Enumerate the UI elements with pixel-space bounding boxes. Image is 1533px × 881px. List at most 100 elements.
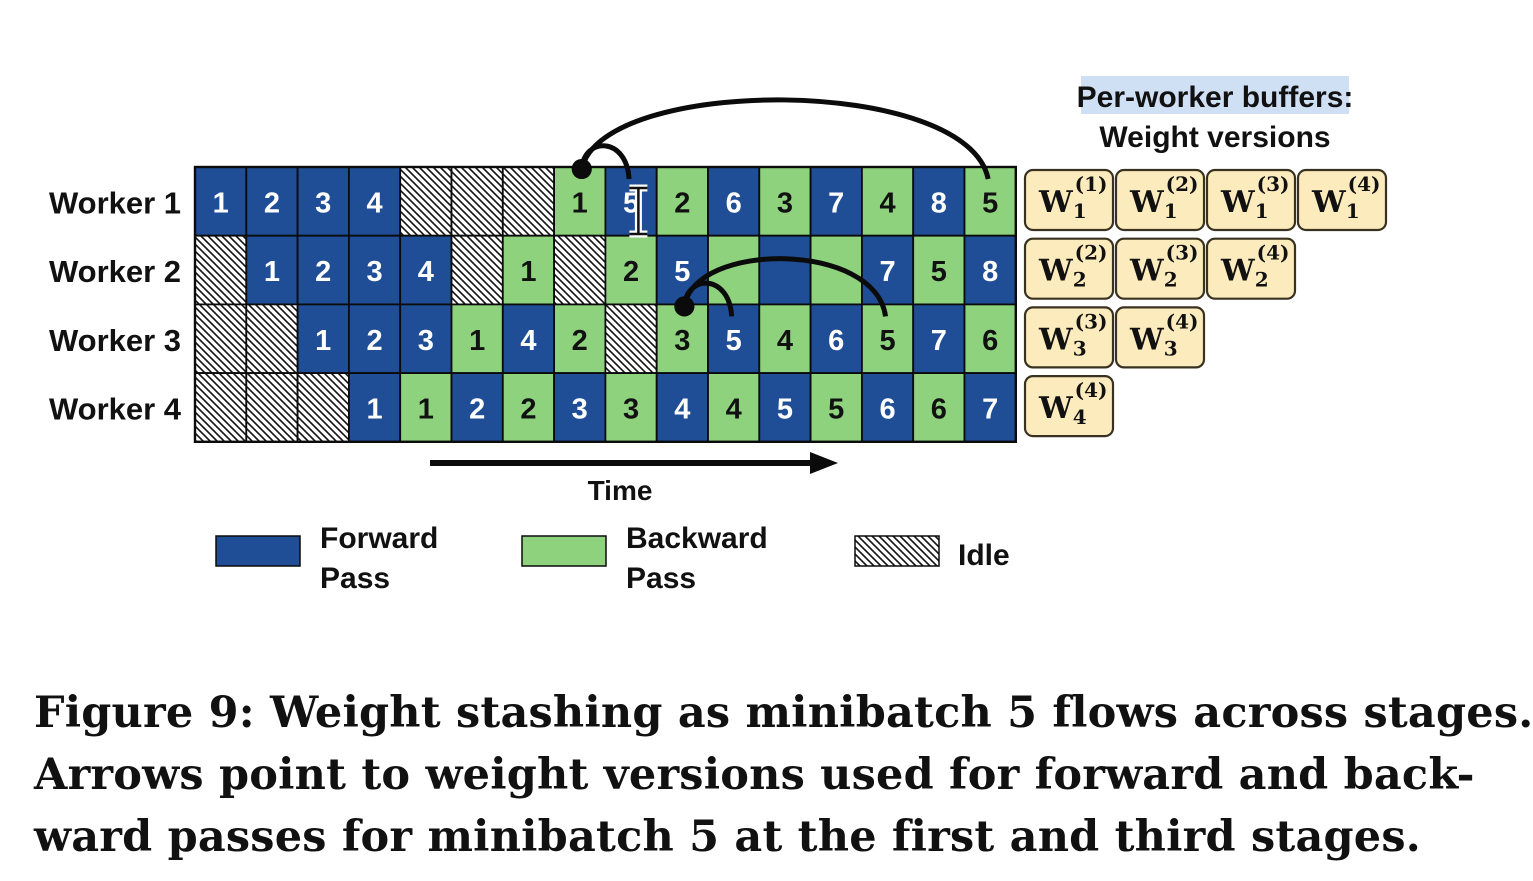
weight-version-label: W2(3)	[1129, 241, 1198, 292]
cell-minibatch-number: 4	[879, 187, 895, 219]
weight-buffer	[1114, 237, 1206, 300]
forward-cell	[245, 166, 299, 237]
weight-version-label: W2(2)	[1038, 241, 1107, 292]
weight-version-label: W3(3)	[1038, 309, 1107, 360]
figure-caption: Figure 9: Weight stashing as minibatch 5…	[34, 682, 1533, 868]
backward-cell	[963, 303, 1017, 374]
idle-cell	[553, 234, 607, 306]
cell-minibatch-number: 2	[572, 325, 588, 357]
cell-minibatch-number: 2	[264, 187, 280, 219]
cell-minibatch-number: 1	[520, 256, 536, 288]
cell-minibatch-number: 2	[674, 187, 690, 219]
cell-minibatch-number: 3	[777, 187, 793, 219]
idle-cell	[296, 372, 350, 443]
cell-minibatch-number: 3	[572, 393, 588, 425]
idle-cell	[245, 303, 299, 374]
cell-minibatch-number: 2	[469, 393, 485, 425]
weight-version-arrow	[681, 256, 889, 317]
forward-cell	[963, 234, 1017, 306]
backward-cell	[501, 234, 555, 306]
idle-cell	[399, 166, 453, 237]
forward-cell	[707, 166, 761, 237]
grid-border	[193, 165, 1017, 443]
cell-minibatch-number: 2	[520, 393, 536, 425]
weight-version-label: W3(4)	[1129, 309, 1198, 360]
cell-minibatch-number: 7	[982, 393, 998, 425]
cell-minibatch-number: 1	[469, 325, 485, 357]
weight-version-label: W4(4)	[1038, 378, 1107, 429]
forward-cell	[296, 234, 350, 306]
forward-cell	[963, 372, 1017, 443]
forward-cell	[912, 303, 966, 374]
legend-swatch	[215, 535, 301, 567]
cell-minibatch-number: 4	[726, 393, 742, 425]
cell-minibatch-number: 1	[315, 325, 331, 357]
backward-cell	[450, 303, 504, 374]
cell-minibatch-number: 5	[879, 325, 895, 357]
cell-minibatch-number: 5	[674, 256, 690, 288]
cell-minibatch-number: 7	[879, 256, 895, 288]
weight-version-arrow	[579, 97, 991, 180]
backward-cell	[912, 234, 966, 306]
cell-minibatch-number: 2	[315, 256, 331, 288]
legend-label: Forward	[320, 522, 438, 555]
forward-cell	[399, 303, 453, 374]
worker-label: Worker 4	[49, 391, 182, 426]
backward-cell	[501, 372, 555, 443]
worker-label: Worker 3	[49, 323, 181, 358]
arrow-origin-dot	[571, 159, 592, 179]
weight-version-label: W1(1)	[1038, 172, 1107, 223]
legend-label: Pass	[626, 562, 696, 595]
cell-minibatch-number: 5	[931, 256, 947, 288]
caption-line-2: Arrows point to weight versions used for…	[34, 750, 1475, 800]
worker-label: Worker 2	[49, 254, 181, 289]
weight-buffer	[1023, 306, 1115, 369]
cell-minibatch-number: 3	[623, 393, 639, 425]
cell-minibatch-number: 6	[726, 187, 742, 219]
cell-minibatch-number: 7	[931, 325, 947, 357]
legend-label: Idle	[958, 539, 1010, 572]
caption-line-3: ward passes for minibatch 5 at the first…	[34, 812, 1421, 862]
cell-minibatch-number: 3	[418, 325, 434, 357]
forward-cell	[347, 372, 402, 443]
cell-minibatch-number: 3	[674, 325, 690, 357]
idle-cell	[450, 234, 504, 306]
cell-minibatch-number: 2	[623, 256, 639, 288]
weight-version-label: W1(4)	[1311, 172, 1380, 223]
idle-cell	[194, 234, 248, 306]
forward-cell	[553, 372, 607, 443]
title-highlight	[1081, 76, 1349, 114]
weight-version-label: W2(4)	[1220, 241, 1289, 292]
cell-minibatch-number: 6	[879, 393, 895, 425]
cell-minibatch-number: 1	[366, 393, 382, 425]
cell-minibatch-number: 8	[931, 187, 947, 219]
cell-minibatch-number: 4	[674, 393, 690, 425]
cell-minibatch-number: 4	[366, 187, 382, 219]
worker-label: Worker 1	[49, 185, 181, 220]
cell-minibatch-number: 6	[931, 393, 947, 425]
backward-cell	[758, 303, 812, 374]
cell-minibatch-number: 5	[777, 393, 793, 425]
idle-cell	[194, 303, 248, 374]
cell-minibatch-number: 5	[982, 187, 998, 219]
time-arrow-head	[810, 452, 838, 474]
time-label: Time	[588, 475, 653, 506]
idle-cell	[194, 372, 248, 443]
cell-minibatch-number: 1	[572, 187, 588, 219]
forward-cell	[245, 234, 299, 306]
text-cursor-icon	[629, 184, 648, 238]
backward-cell	[912, 372, 966, 443]
weight-buffer	[1205, 237, 1297, 300]
forward-cell	[758, 234, 812, 306]
weight-buffer	[1114, 168, 1206, 232]
backward-cell	[655, 166, 709, 237]
weight-buffer	[1296, 168, 1388, 232]
legend-label: Pass	[320, 562, 390, 595]
idle-cell	[501, 166, 555, 237]
cell-minibatch-number: 5	[828, 393, 844, 425]
idle-cell	[604, 303, 658, 374]
cell-minibatch-number: 1	[418, 393, 434, 425]
backward-cell	[861, 166, 915, 237]
